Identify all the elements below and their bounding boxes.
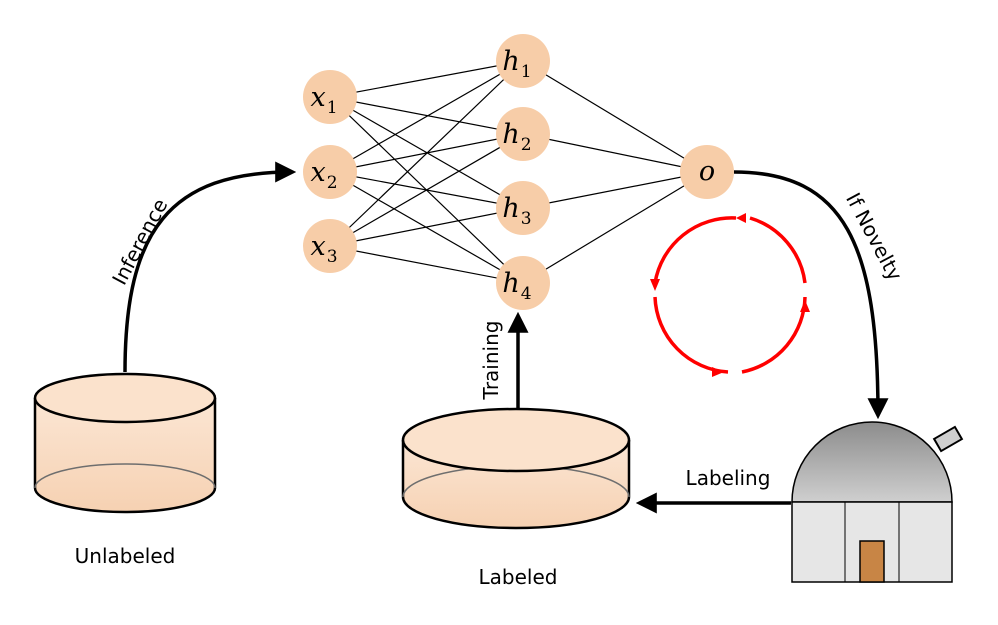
node-x2: x2 (303, 145, 357, 199)
edge-x3-h2 (329, 133, 524, 247)
network-edges (329, 60, 708, 284)
svg-text:x2: x2 (310, 157, 337, 193)
edge-x3-h3 (329, 207, 524, 247)
node-o: o (680, 145, 734, 199)
novelty-arrow (733, 170, 889, 420)
unlabeled-database (33, 372, 217, 514)
svg-text:o: o (699, 156, 715, 187)
svg-text:h1: h1 (502, 46, 531, 82)
cycle-arrows-icon (650, 213, 810, 377)
edge-x1-h2 (329, 96, 524, 135)
svg-text:x3: x3 (310, 231, 337, 267)
edge-x3-h1 (329, 60, 524, 247)
node-x1: x1 (303, 70, 357, 124)
svg-text:h4: h4 (502, 268, 531, 304)
edge-h1-o (522, 60, 708, 173)
labeled-database (401, 407, 631, 530)
labeling-label: Labeling (686, 466, 771, 490)
unlabeled-label: Unlabeled (75, 544, 176, 568)
edge-x2-h1 (329, 60, 524, 173)
svg-text:h2: h2 (502, 119, 531, 155)
node-h1: h1 (496, 34, 550, 88)
inference-label: Inference (107, 195, 172, 289)
svg-text:x1: x1 (310, 82, 337, 118)
observatory-icon (791, 421, 964, 583)
edge-h2-o (522, 133, 708, 173)
labeled-label: Labeled (479, 565, 558, 589)
edge-h4-o (522, 171, 708, 284)
node-h3: h3 (496, 181, 550, 235)
door (859, 540, 885, 583)
edge-x1-h1 (329, 60, 524, 98)
network-nodes: x1 x2 x3 h1 h2 h3 h4 o (303, 34, 734, 310)
edge-h3-o (522, 171, 708, 209)
node-x3: x3 (303, 219, 357, 273)
svg-text:h3: h3 (502, 193, 531, 229)
node-h2: h2 (496, 107, 550, 161)
node-h4: h4 (496, 256, 550, 310)
edge-x3-h4 (329, 245, 524, 284)
training-label: Training (479, 321, 503, 401)
inference-arrow (123, 161, 297, 373)
